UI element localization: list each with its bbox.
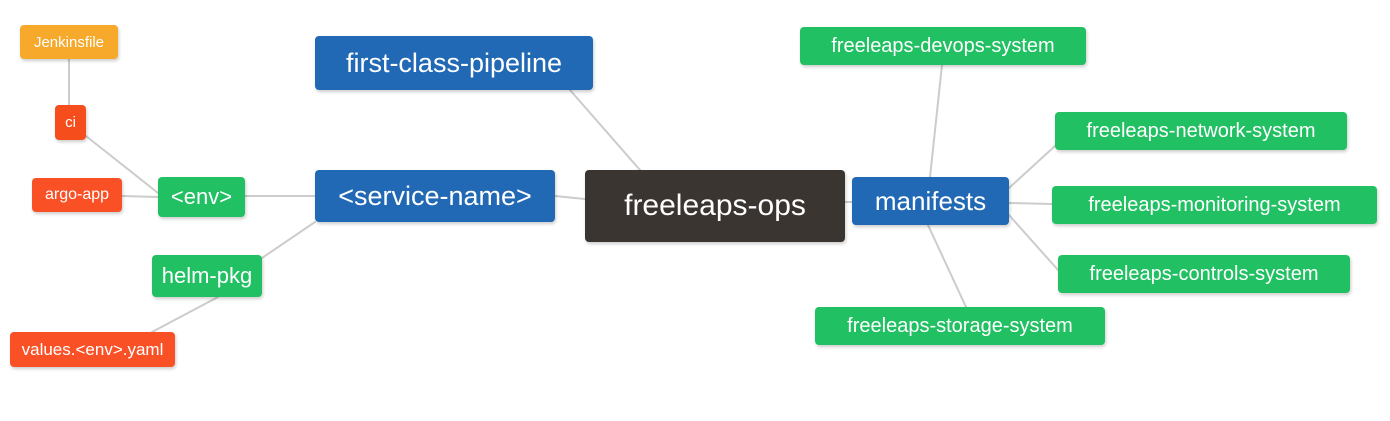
edge-pipeline-center <box>569 89 641 171</box>
node-ci-label: ci <box>65 114 76 131</box>
node-argo-app[interactable]: argo-app <box>32 178 122 212</box>
node-argo-app-label: argo-app <box>44 186 110 203</box>
edge-manifests-controls <box>1008 214 1059 271</box>
node-freeleaps-controls-system-label: freeleaps-controls-system <box>1089 263 1319 285</box>
edge-argo-env <box>121 195 159 198</box>
node-freeleaps-ops-root-label: freeleaps-ops <box>624 189 806 222</box>
node-env-label: <env> <box>170 184 233 209</box>
node-freeleaps-storage-system-label: freeleaps-storage-system <box>847 315 1073 337</box>
node-helm-pkg-label: helm-pkg <box>161 263 253 288</box>
node-jenkinsfile[interactable]: Jenkinsfile <box>20 25 118 59</box>
node-jenkinsfile-label: Jenkinsfile <box>33 33 105 51</box>
edge-manifests-devops <box>929 64 943 178</box>
node-env[interactable]: <env> <box>158 177 245 217</box>
node-freeleaps-devops-system[interactable]: freeleaps-devops-system <box>800 27 1086 65</box>
node-freeleaps-network-system[interactable]: freeleaps-network-system <box>1055 112 1347 150</box>
node-helm-pkg[interactable]: helm-pkg <box>152 255 262 297</box>
node-ci[interactable]: ci <box>55 105 86 140</box>
node-manifests-label: manifests <box>874 186 987 216</box>
edge-manifests-monitoring <box>1008 202 1053 205</box>
edge-helm-service <box>261 221 316 259</box>
edge-values-helm <box>151 296 219 333</box>
node-freeleaps-network-system-label: freeleaps-network-system <box>1086 120 1316 142</box>
node-values-yaml-label: values.<env>.yaml <box>21 340 164 359</box>
node-freeleaps-ops-root[interactable]: freeleaps-ops <box>585 170 845 242</box>
node-freeleaps-monitoring-system[interactable]: freeleaps-monitoring-system <box>1052 186 1377 224</box>
node-freeleaps-monitoring-system-label: freeleaps-monitoring-system <box>1088 194 1341 216</box>
edge-manifests-storage <box>927 224 967 308</box>
node-values-yaml[interactable]: values.<env>.yaml <box>10 332 175 367</box>
node-freeleaps-devops-system-label: freeleaps-devops-system <box>831 35 1055 57</box>
node-service-name-label: <service-name> <box>338 180 532 211</box>
node-service-name[interactable]: <service-name> <box>315 170 555 222</box>
edge-manifests-network <box>1008 145 1056 189</box>
node-freeleaps-controls-system[interactable]: freeleaps-controls-system <box>1058 255 1350 293</box>
node-freeleaps-storage-system[interactable]: freeleaps-storage-system <box>815 307 1105 345</box>
edge-service-center <box>554 195 586 200</box>
node-first-class-pipeline[interactable]: first-class-pipeline <box>315 36 593 90</box>
node-first-class-pipeline-label: first-class-pipeline <box>345 47 563 78</box>
node-manifests[interactable]: manifests <box>852 177 1009 225</box>
